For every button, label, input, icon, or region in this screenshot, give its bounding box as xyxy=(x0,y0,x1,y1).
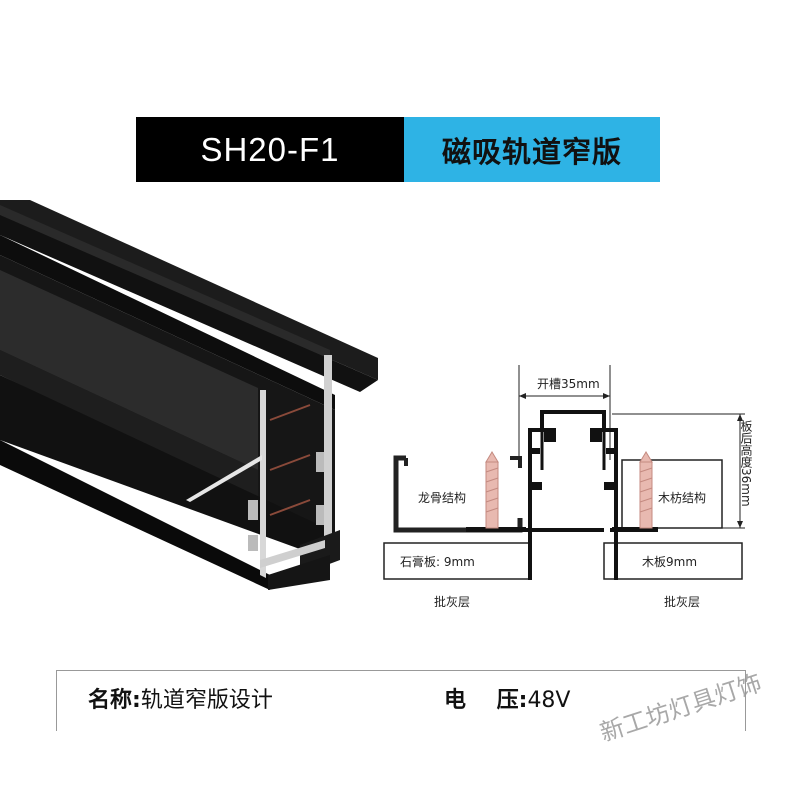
spec-name-key: 名称: xyxy=(88,688,141,713)
screw-left xyxy=(485,451,499,529)
keel-channel xyxy=(393,455,523,533)
slot-width-label: 开槽35mm xyxy=(537,377,600,391)
product-banner: SH20-F1 磁吸轨道窄版 xyxy=(136,117,660,182)
wood-structure-label: 木枋结构 xyxy=(658,490,706,505)
track-profile xyxy=(528,410,618,580)
wood-board xyxy=(603,542,743,580)
spec-table xyxy=(56,670,746,731)
cross-section-drawing xyxy=(383,365,745,580)
spec-name-value: 轨道窄版设计 xyxy=(140,688,273,713)
gypsum-board-label: 石膏板: 9mm xyxy=(400,554,475,569)
keel-structure-label: 龙骨结构 xyxy=(418,490,466,505)
spec-voltage-row: 电 压:48V xyxy=(444,682,570,714)
board-height-label: 板后高度36mm xyxy=(739,420,753,507)
screw-right xyxy=(639,451,653,529)
spec-voltage-key: 电 压: xyxy=(444,688,528,713)
product-name: 磁吸轨道窄版 xyxy=(404,117,660,182)
model-number: SH20-F1 xyxy=(136,117,404,182)
putty-layer-right-label: 批灰层 xyxy=(664,594,700,609)
putty-layer-left-label: 批灰层 xyxy=(434,594,470,609)
spec-voltage-value: 48V xyxy=(527,688,571,713)
wood-board-label: 木板9mm xyxy=(642,555,697,569)
wood-batten xyxy=(621,459,723,529)
track-3d-render xyxy=(0,200,378,590)
gypsum-board xyxy=(383,542,531,580)
spec-name-row: 名称:轨道窄版设计 xyxy=(88,682,273,714)
